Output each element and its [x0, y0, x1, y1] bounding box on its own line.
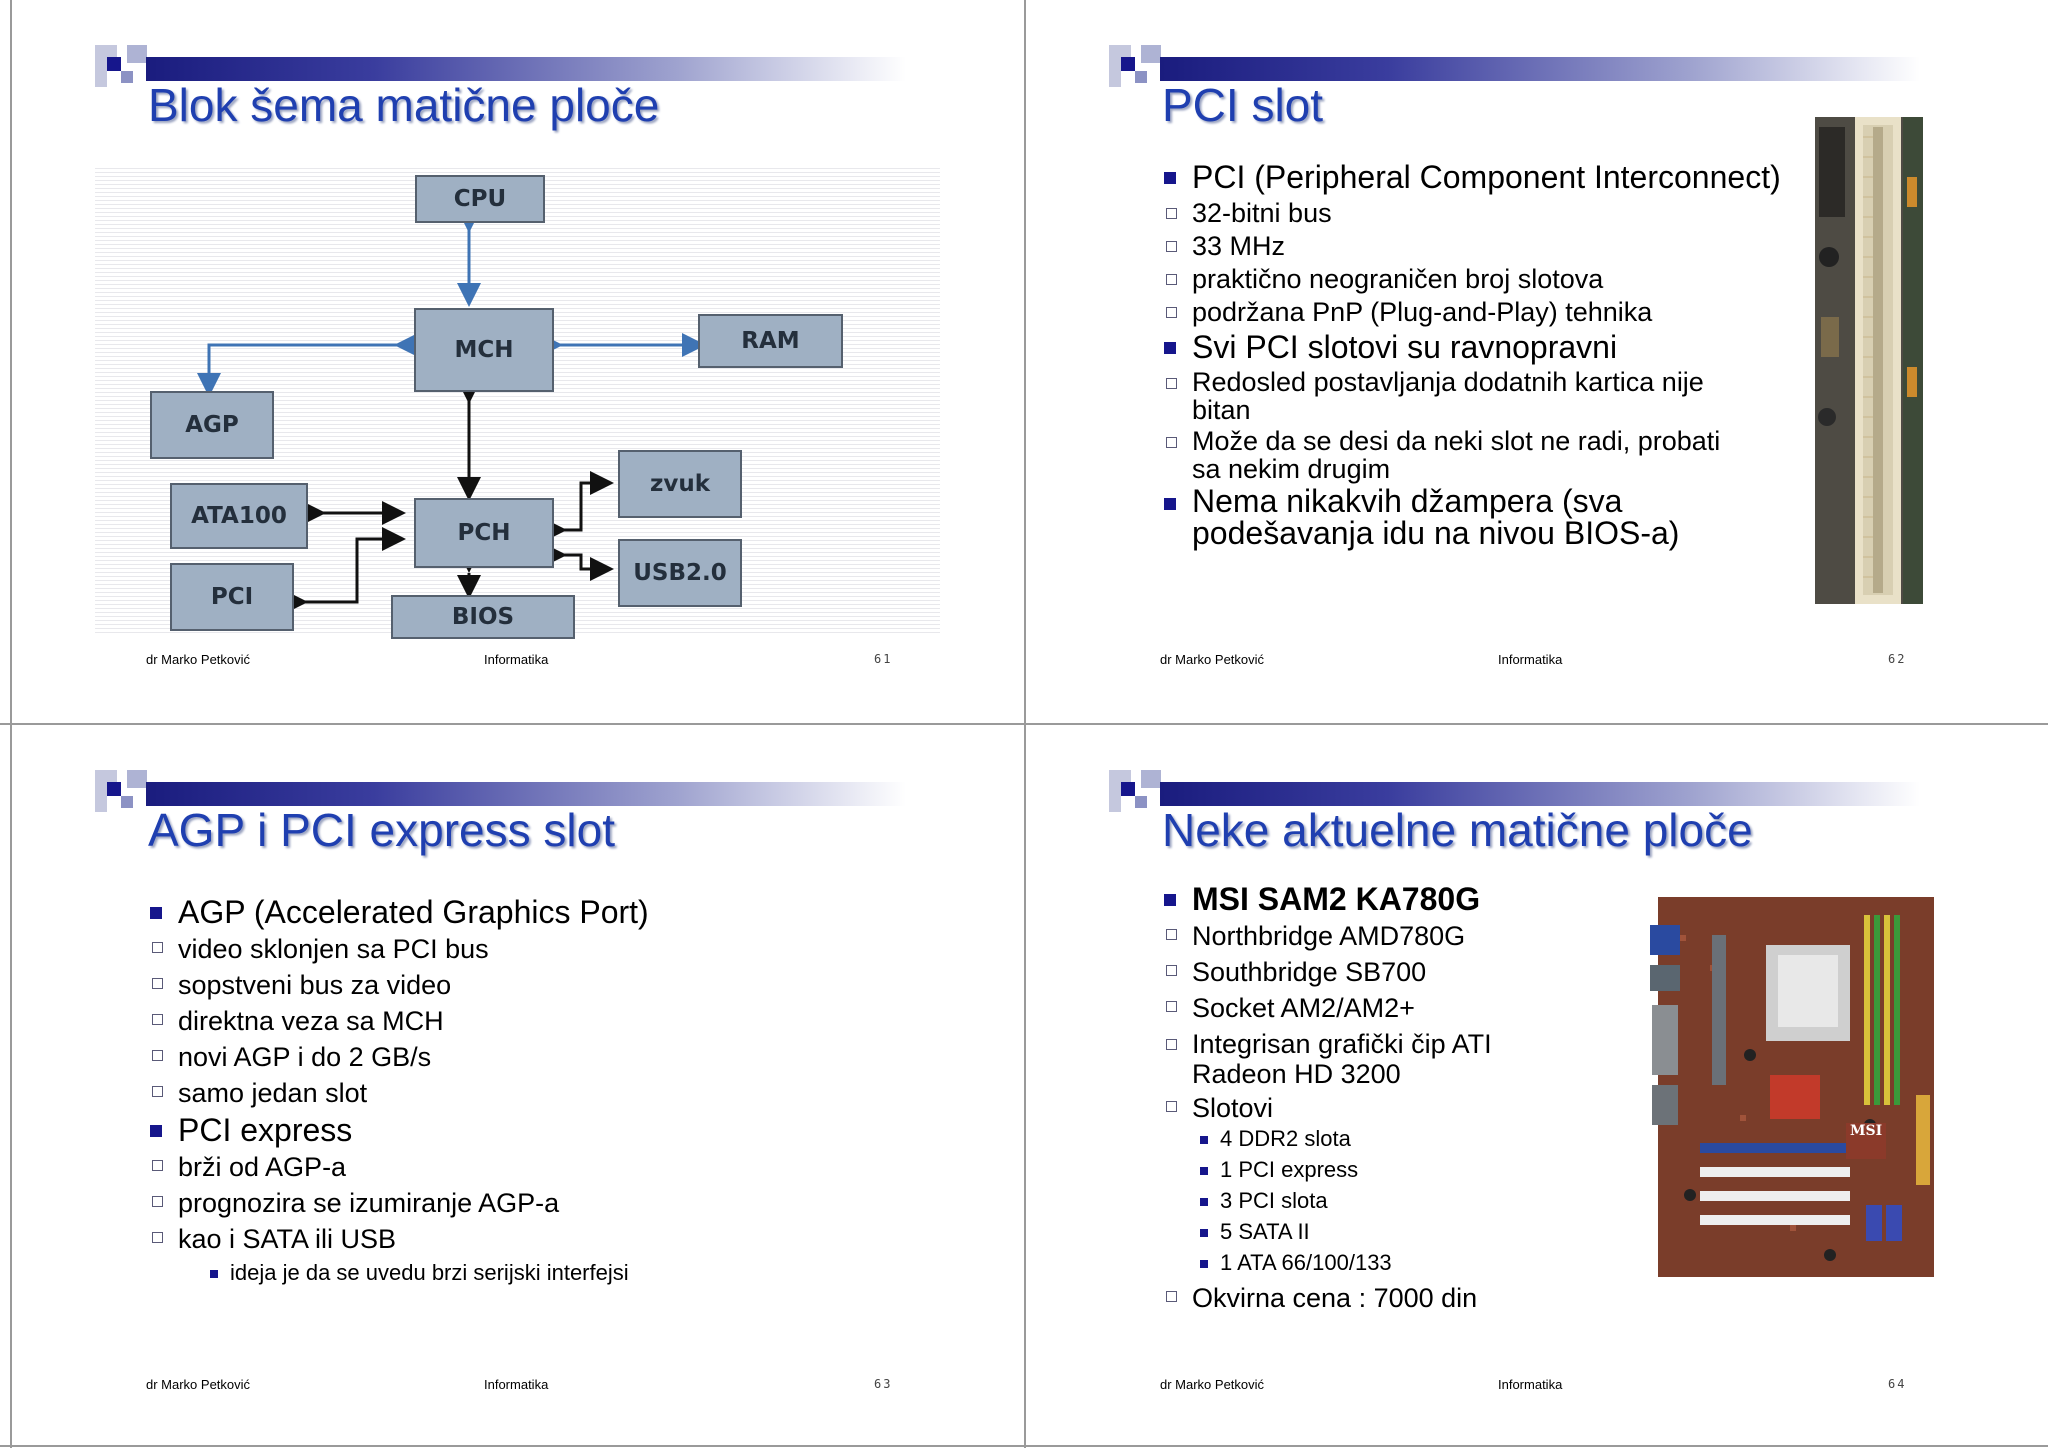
zvuk-block: zvuk [618, 450, 742, 518]
list-item: MSI SAM2 KA780G [1162, 881, 1622, 917]
list-item: 1 ATA 66/100/133 [1196, 1249, 1622, 1277]
list-item: novi AGP i do 2 GB/s [148, 1040, 908, 1074]
footer-author: dr Marko Petković [1160, 652, 1265, 667]
list-item: Nema nikakvih džampera (sva podešavanja … [1162, 485, 1712, 549]
list-item: kao i SATA ili USB [148, 1222, 908, 1256]
footer-course: Informatika [1498, 1377, 1563, 1392]
slide-title: Neke aktuelne matične ploče [1162, 804, 1753, 856]
footer-author: dr Marko Petković [146, 1377, 251, 1392]
pci-block: PCI [170, 563, 294, 631]
list-item: Northbridge AMD780G [1162, 919, 1622, 953]
list-item: PCI express [148, 1112, 908, 1148]
footer-author: dr Marko Petković [1160, 1377, 1265, 1392]
list-item: PCI (Peripheral Component Interconnect) [1162, 159, 1781, 195]
board-brand-label: MSI [1850, 1123, 1883, 1139]
list-item: Slotovi [1162, 1091, 1622, 1125]
list-item: brži od AGP-a [148, 1150, 908, 1184]
list-item: ideja je da se uvedu brzi serijski inter… [206, 1259, 908, 1287]
diagram-connectors [197, 209, 706, 614]
slide-logo [95, 770, 161, 820]
agp-block: AGP [150, 391, 274, 459]
slide-title: PCI slot [1162, 79, 1324, 131]
slide-61: Blok šema matične ploče [12, 0, 1026, 713]
title-bar [146, 782, 906, 806]
list-item: 1 PCI express [1196, 1156, 1622, 1184]
list-item: 5 SATA II [1196, 1218, 1622, 1246]
list-item: 32-bitni bus [1162, 198, 1762, 228]
ata100-block: ATA100 [170, 483, 308, 549]
list-item: AGP (Accelerated Graphics Port) [148, 894, 908, 930]
slide-62: PCI slot PCI (Peripheral Component Inter… [1026, 0, 2040, 713]
mch-block: MCH [414, 308, 554, 392]
title-bar [1160, 57, 1920, 81]
slide-logo [1109, 45, 1175, 95]
title-bar [1160, 782, 1920, 806]
list-item: Redosled postavljanja dodatnih kartica n… [1162, 368, 1732, 424]
pci-slot-photo [1815, 117, 1923, 604]
cpu-block: CPU [415, 175, 545, 223]
footer-author: dr Marko Petković [146, 652, 251, 667]
list-item: Southbridge SB700 [1162, 955, 1622, 989]
list-item: Okvirna cena : 7000 din [1162, 1281, 1622, 1315]
list-item: Svi PCI slotovi su ravnopravni [1162, 329, 1762, 365]
slide-logo [1109, 770, 1175, 820]
page-number: 62 [1888, 652, 1907, 666]
page-border-bottom [0, 1445, 2048, 1447]
pch-block: PCH [414, 498, 554, 568]
motherboard-block-diagram: CPU MCH RAM AGP ATA100 PCH zvuk USB2.0 P… [95, 165, 940, 639]
list-item: prognozira se izumiranje AGP-a [148, 1186, 908, 1220]
page-divider-horizontal [0, 723, 2048, 725]
list-item: sopstveni bus za video [148, 968, 908, 1002]
list-item: samo jedan slot [148, 1076, 908, 1110]
bullet-list: MSI SAM2 KA780G Northbridge AMD780G Sout… [1162, 879, 1622, 1315]
list-item: Socket AM2/AM2+ [1162, 991, 1622, 1025]
list-item: 33 MHz [1162, 231, 1762, 261]
footer-course: Informatika [484, 652, 549, 667]
page-number: 64 [1888, 1377, 1907, 1391]
list-item: Integrisan grafički čip ATI Radeon HD 32… [1162, 1029, 1552, 1089]
bullet-list: AGP (Accelerated Graphics Port) video sk… [148, 892, 908, 1287]
list-item: 4 DDR2 slota [1196, 1125, 1622, 1153]
list-item: Može da se desi da neki slot ne radi, pr… [1162, 427, 1732, 483]
slide-title: Blok šema matične ploče [148, 79, 660, 131]
slide-title: AGP i PCI express slot [148, 804, 615, 856]
slide-63: AGP i PCI express slot AGP (Accelerated … [12, 725, 1026, 1438]
footer-course: Informatika [1498, 652, 1563, 667]
list-item: podržana PnP (Plug-and-Play) tehnika [1162, 297, 1762, 327]
usb-block: USB2.0 [618, 539, 742, 607]
list-item: video sklonjen sa PCI bus [148, 932, 908, 966]
slide-64: Neke aktuelne matične ploče MSI SAM2 KA7… [1026, 725, 2040, 1438]
bios-block: BIOS [391, 595, 575, 639]
title-bar [146, 57, 906, 81]
page-number: 61 [874, 652, 893, 666]
list-item: praktično neograničen broj slotova [1162, 264, 1762, 294]
list-item: 3 PCI slota [1196, 1187, 1622, 1215]
slide-logo [95, 45, 161, 95]
page-number: 63 [874, 1377, 893, 1391]
motherboard-photo: MSI [1650, 895, 1940, 1280]
list-item: direktna veza sa MCH [148, 1004, 908, 1038]
bullet-list: PCI (Peripheral Component Interconnect) … [1162, 157, 1781, 549]
footer-course: Informatika [484, 1377, 549, 1392]
ram-block: RAM [698, 314, 843, 368]
